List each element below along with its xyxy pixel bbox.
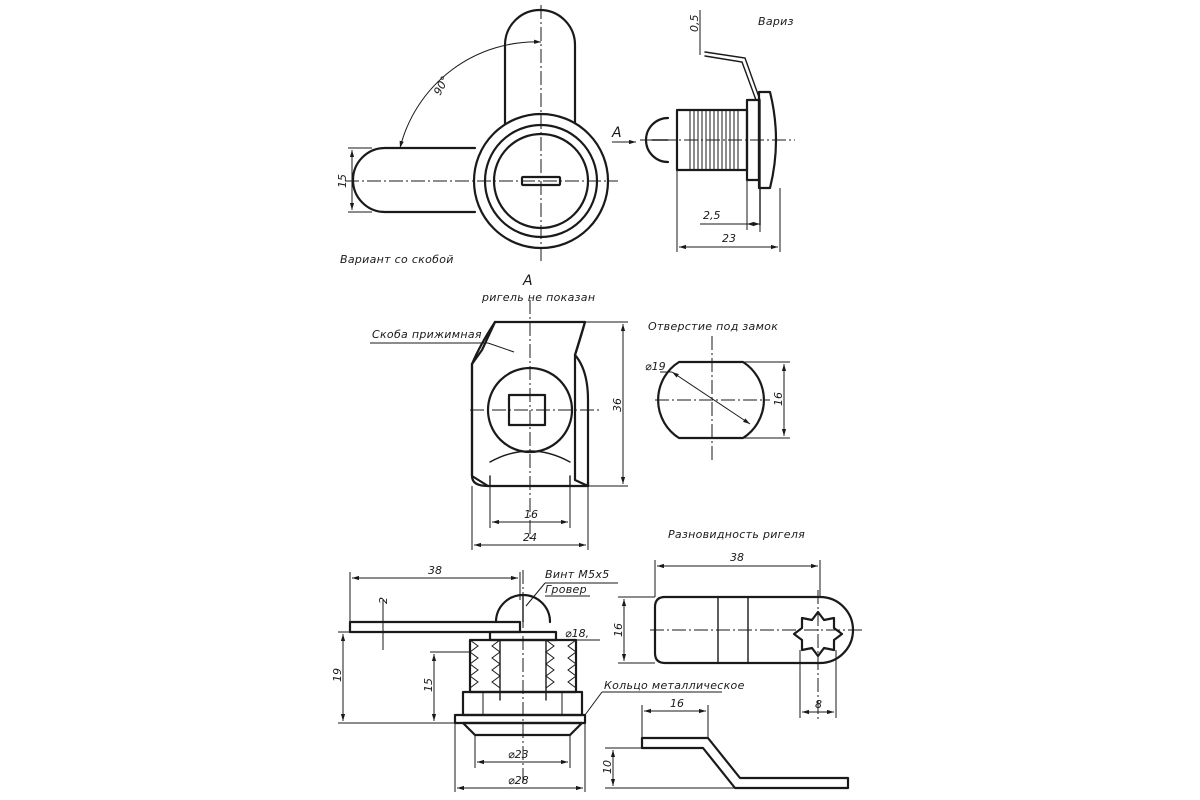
- dim-16-hole: 16: [772, 392, 785, 406]
- screw-label: Винт М5х5: [545, 568, 610, 581]
- dia-28: ⌀28: [508, 774, 529, 787]
- hole-view: Отверстие под замок ⌀19 16: [645, 320, 790, 462]
- front-view: 90° 15 Вариант со скобой: [336, 5, 618, 266]
- dim-05: 0,5: [688, 15, 701, 33]
- dia-19: ⌀19: [645, 360, 666, 373]
- clamp-label: Скоба прижимная: [372, 328, 482, 341]
- dim-16-bolt: 16: [612, 623, 625, 637]
- angle-label: 90°: [431, 74, 452, 97]
- washer-label: Гровер: [545, 583, 587, 596]
- dim-23: 23: [722, 232, 736, 245]
- dim-16-a: 16: [524, 508, 538, 521]
- side-view: 0,5 Вариз A 2,5 23: [611, 10, 795, 252]
- dim-15-left: 15: [336, 174, 349, 188]
- view-a-arrow-label: A: [611, 125, 622, 141]
- dim-38-left: 38: [428, 564, 442, 577]
- dim-2: 2: [377, 597, 390, 604]
- dia-18: ⌀18,: [565, 627, 589, 640]
- view-a-title: A: [522, 273, 533, 289]
- dim-19: 19: [331, 668, 344, 682]
- bolt-types-label: Разновидность ригеля: [668, 528, 805, 541]
- view-a: A ригель не показан Скоба прижимная 36 1…: [370, 273, 628, 550]
- ring-label: Кольцо металлическое: [604, 679, 745, 692]
- dim-8: 8: [815, 698, 822, 711]
- dim-24: 24: [523, 531, 537, 544]
- hole-label: Отверстие под замок: [648, 320, 778, 333]
- dia-23: ⌀23: [508, 748, 529, 761]
- dim-25: 2,5: [703, 209, 721, 222]
- variant-latch-label: Вариант со скобой: [340, 253, 454, 266]
- view-a-subtitle: ригель не показан: [481, 291, 595, 304]
- dim-10: 10: [601, 760, 614, 774]
- section-view: 38 2 19 15 Винт М5х5 Гровер ⌀18, Кольцо …: [331, 564, 745, 792]
- dim-15-body: 15: [422, 678, 435, 692]
- latch-top-label: Вариз: [758, 15, 794, 28]
- dim-16-bent: 16: [670, 697, 684, 710]
- dim-38-right: 38: [730, 551, 744, 564]
- bolt-variant-view: Разновидность ригеля 38 16 8 16 10: [601, 528, 862, 790]
- dim-36: 36: [611, 398, 624, 412]
